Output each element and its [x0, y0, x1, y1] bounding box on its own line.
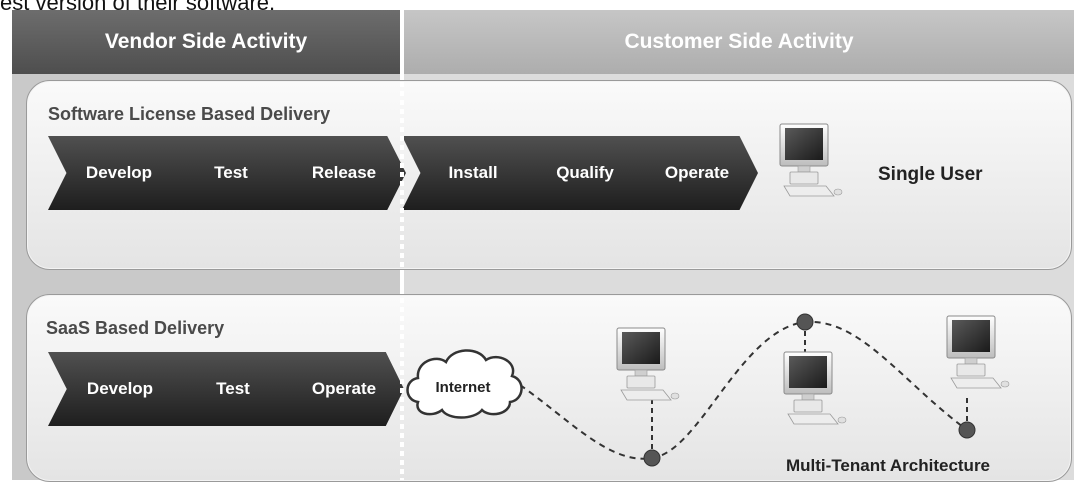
tenant-computer-icon-3	[946, 315, 1010, 389]
node-icon-1	[643, 449, 661, 467]
license-step-release: Release	[272, 136, 406, 210]
customer-header: Customer Side Activity	[404, 10, 1074, 74]
vendor-header: Vendor Side Activity	[12, 10, 400, 74]
internet-cloud-icon: Internet	[406, 349, 523, 419]
license-step-install: Install	[402, 136, 534, 210]
network-path	[519, 320, 968, 460]
license-title: Software License Based Delivery	[48, 104, 331, 124]
single-user-computer-icon	[779, 123, 843, 197]
internet-label: Internet	[435, 379, 490, 396]
vendor-customer-divider	[400, 10, 404, 480]
saas-step-operate: Operate	[274, 352, 404, 426]
license-step-operate: Operate	[626, 136, 758, 210]
node-icon-2	[796, 313, 814, 331]
saas-step-test: Test	[162, 352, 294, 426]
tenant-computer-icon-2	[783, 351, 847, 425]
saas-step-develop: Develop	[48, 352, 182, 426]
license-step-develop: Develop	[48, 136, 180, 210]
single-user-label: Single User	[878, 164, 983, 185]
license-step-test: Test	[160, 136, 292, 210]
license-step-qualify: Qualify	[514, 136, 646, 210]
saas-title: SaaS Based Delivery	[46, 318, 225, 338]
tenant-computer-icon-1	[616, 327, 680, 401]
multi-tenant-label: Multi-Tenant Architecture	[786, 456, 991, 475]
node-icon-3	[958, 421, 976, 439]
